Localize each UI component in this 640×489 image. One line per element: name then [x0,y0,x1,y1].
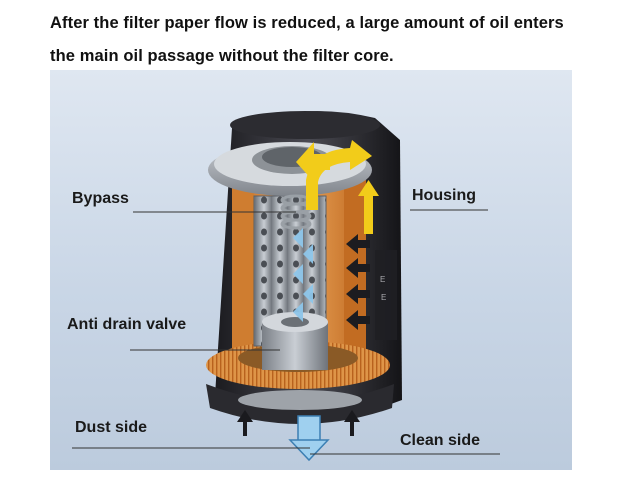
inflow-arrows [346,234,370,330]
caption-line-1: After the filter paper flow is reduced, … [50,14,564,32]
caption-line-2: the main oil passage without the filter … [50,47,394,65]
svg-text:E: E [380,275,385,284]
label-bypass: Bypass [72,190,129,207]
leader-lines [72,209,500,455]
anti-drain-valve [262,312,328,370]
core-flow-arrows [293,228,313,322]
svg-text:E: E [381,293,386,302]
bypass-flow-arrow [296,140,379,234]
dust-inlet-arrow-left [237,410,253,436]
base-ring [206,384,394,424]
label-clean-side: Clean side [400,432,481,449]
clean-outlet-arrow [288,415,330,462]
label-housing: Housing [412,187,476,204]
dust-inlet-arrow-right [344,410,360,436]
label-anti-drain-valve: Anti drain valve [67,316,187,333]
label-dust-side: Dust side [75,419,148,436]
